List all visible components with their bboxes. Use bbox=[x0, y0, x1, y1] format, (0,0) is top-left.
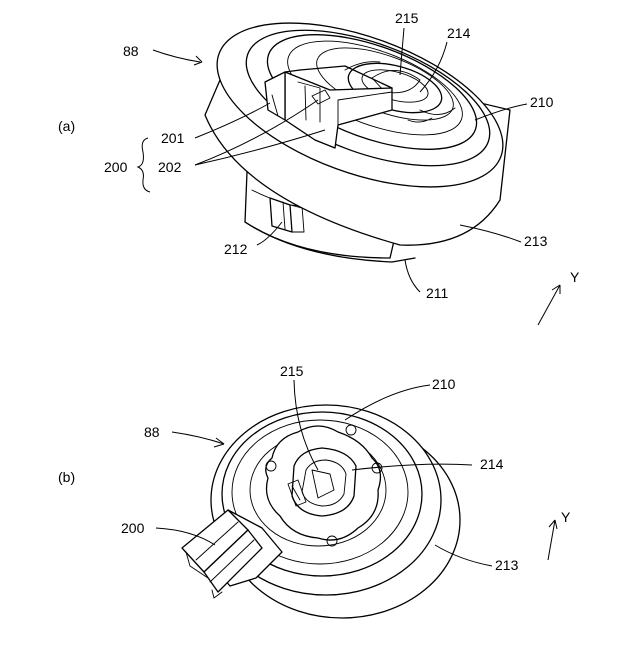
label-215-b: 215 bbox=[280, 363, 304, 379]
label-212: 212 bbox=[224, 241, 248, 257]
label-213-b: 213 bbox=[495, 557, 519, 573]
center-holder-b bbox=[288, 448, 356, 516]
label-88-a: 88 bbox=[123, 43, 139, 59]
axis-label-y-a: Y bbox=[570, 269, 580, 285]
label-200-b: 200 bbox=[121, 520, 145, 536]
brace-200 bbox=[138, 138, 150, 192]
label-210-b: 210 bbox=[432, 376, 456, 392]
panel-b: (b) bbox=[58, 363, 571, 618]
label-200-a: 200 bbox=[104, 159, 128, 175]
axis-label-y-b: Y bbox=[561, 509, 571, 525]
label-202: 202 bbox=[158, 159, 182, 175]
label-214-a: 214 bbox=[447, 25, 471, 41]
label-214-b: 214 bbox=[480, 456, 504, 472]
label-211: 211 bbox=[426, 285, 449, 301]
label-213-a: 213 bbox=[524, 233, 548, 249]
panel-a-label: (a) bbox=[58, 118, 75, 134]
axis-arrow-a bbox=[538, 285, 560, 325]
label-210-a: 210 bbox=[530, 94, 554, 110]
label-201: 201 bbox=[161, 130, 185, 146]
panel-a: (a) bbox=[58, 0, 580, 325]
label-215-a: 215 bbox=[395, 10, 419, 26]
axis-arrow-b bbox=[548, 520, 555, 560]
leader-211 bbox=[405, 260, 420, 292]
leader-88-a bbox=[153, 50, 200, 62]
label-88-b: 88 bbox=[144, 424, 160, 440]
panel-b-label: (b) bbox=[58, 469, 75, 485]
